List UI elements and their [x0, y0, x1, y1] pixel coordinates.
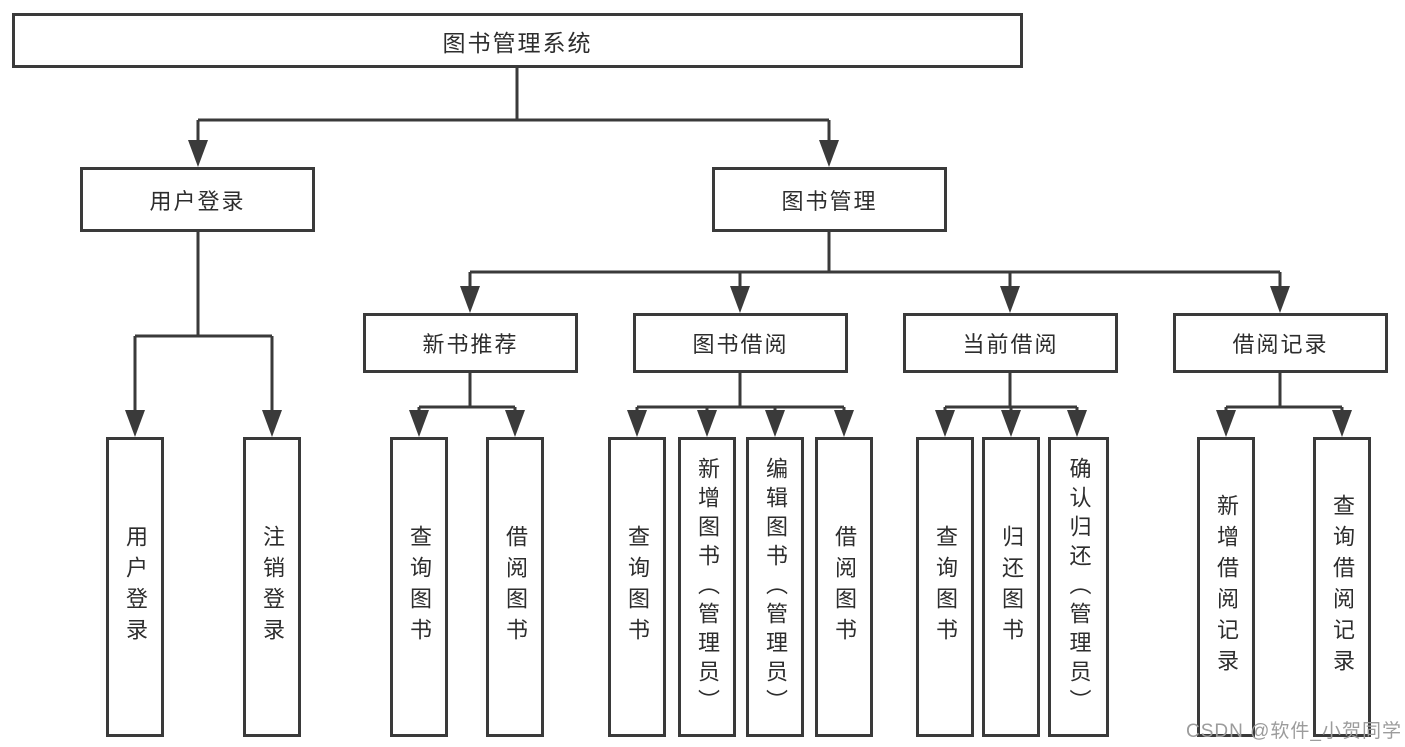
leaf-nbr-borrow-books-label: 借阅图书 — [503, 525, 528, 649]
leaf-cb-query-books: 查询图书 — [916, 437, 974, 737]
node-root: 图书管理系统 — [12, 13, 1023, 68]
arrowhead-down-icon — [765, 410, 785, 437]
leaf-cb-return-books-label: 归还图书 — [999, 525, 1024, 649]
arrowhead-down-icon — [1332, 410, 1352, 437]
node-current-borrow: 当前借阅 — [903, 313, 1118, 373]
node-book-borrow: 图书借阅 — [633, 313, 848, 373]
leaf-logout: 注销登录 — [243, 437, 301, 737]
arrowhead-down-icon — [627, 410, 647, 437]
connector-current-borrow-to-leaves — [943, 373, 1079, 415]
leaf-cb-return-books: 归还图书 — [982, 437, 1040, 737]
watermark-text: CSDN @软件_小贺同学 — [1186, 721, 1402, 742]
arrowhead-down-icon — [834, 410, 854, 437]
leaf-nbr-query-books: 查询图书 — [390, 437, 448, 737]
leaf-br-add-record: 新增借阅记录 — [1197, 437, 1255, 737]
node-book-management: 图书管理 — [712, 167, 947, 232]
leaf-bb-edit-books-admin-label: 编辑图书（管理员） — [763, 456, 788, 718]
arrowhead-down-icon — [819, 140, 839, 167]
arrowhead-down-icon — [1067, 410, 1087, 437]
connector-root-to-level2 — [196, 68, 831, 145]
arrowhead-down-icon — [1270, 286, 1290, 313]
connector-book-borrow-to-leaves — [635, 373, 846, 415]
arrowhead-down-icon — [460, 286, 480, 313]
node-borrow-records: 借阅记录 — [1173, 313, 1388, 373]
leaf-bb-borrow-books-label: 借阅图书 — [832, 525, 857, 649]
connector-user-login-to-leaves — [133, 232, 274, 415]
arrowhead-down-icon — [697, 410, 717, 437]
leaf-bb-query-books-label: 查询图书 — [625, 525, 650, 649]
leaf-bb-query-books: 查询图书 — [608, 437, 666, 737]
leaf-bb-add-books-admin-label: 新增图书（管理员） — [695, 456, 720, 718]
arrowhead-down-icon — [1000, 286, 1020, 313]
node-user-login: 用户登录 — [80, 167, 315, 232]
arrowhead-down-icon — [935, 410, 955, 437]
node-current-borrow-label: 当前借阅 — [962, 332, 1059, 357]
node-book-borrow-label: 图书借阅 — [692, 332, 789, 357]
arrowhead-down-icon — [409, 410, 429, 437]
arrowhead-down-icon — [1001, 410, 1021, 437]
leaf-bb-borrow-books: 借阅图书 — [815, 437, 873, 737]
leaf-br-query-record-label: 查询借阅记录 — [1330, 494, 1355, 680]
arrowhead-down-icon — [262, 410, 282, 437]
connector-new-book-recommend-to-leaves — [417, 373, 517, 415]
node-new-book-recommend-label: 新书推荐 — [422, 332, 519, 357]
leaf-nbr-query-books-label: 查询图书 — [407, 525, 432, 649]
leaf-cb-confirm-return-admin-label: 确认归还（管理员） — [1066, 456, 1092, 718]
leaf-br-add-record-label: 新增借阅记录 — [1214, 494, 1239, 680]
connector-borrow-records-to-leaves — [1224, 373, 1344, 415]
node-borrow-records-label: 借阅记录 — [1232, 332, 1329, 357]
leaf-user-login-label: 用户登录 — [123, 525, 148, 649]
leaf-user-login: 用户登录 — [106, 437, 164, 737]
arrowhead-down-icon — [730, 286, 750, 313]
arrowhead-down-icon — [125, 410, 145, 437]
leaf-cb-query-books-label: 查询图书 — [933, 525, 958, 649]
node-user-login-label: 用户登录 — [149, 188, 246, 214]
leaf-logout-label: 注销登录 — [260, 525, 285, 649]
arrowhead-down-icon — [1216, 410, 1236, 437]
arrowhead-down-icon — [505, 410, 525, 437]
leaf-bb-edit-books-admin: 编辑图书（管理员） — [746, 437, 804, 737]
connector-book-management-to-level3 — [468, 232, 1282, 292]
leaf-bb-add-books-admin: 新增图书（管理员） — [678, 437, 736, 737]
node-book-management-label: 图书管理 — [781, 188, 878, 214]
node-new-book-recommend: 新书推荐 — [363, 313, 578, 373]
arrowhead-down-icon — [188, 140, 208, 167]
node-root-label: 图书管理系统 — [442, 29, 593, 56]
leaf-br-query-record: 查询借阅记录 — [1313, 437, 1371, 737]
leaf-nbr-borrow-books: 借阅图书 — [486, 437, 544, 737]
leaf-cb-confirm-return-admin: 确认归还（管理员） — [1048, 437, 1109, 737]
